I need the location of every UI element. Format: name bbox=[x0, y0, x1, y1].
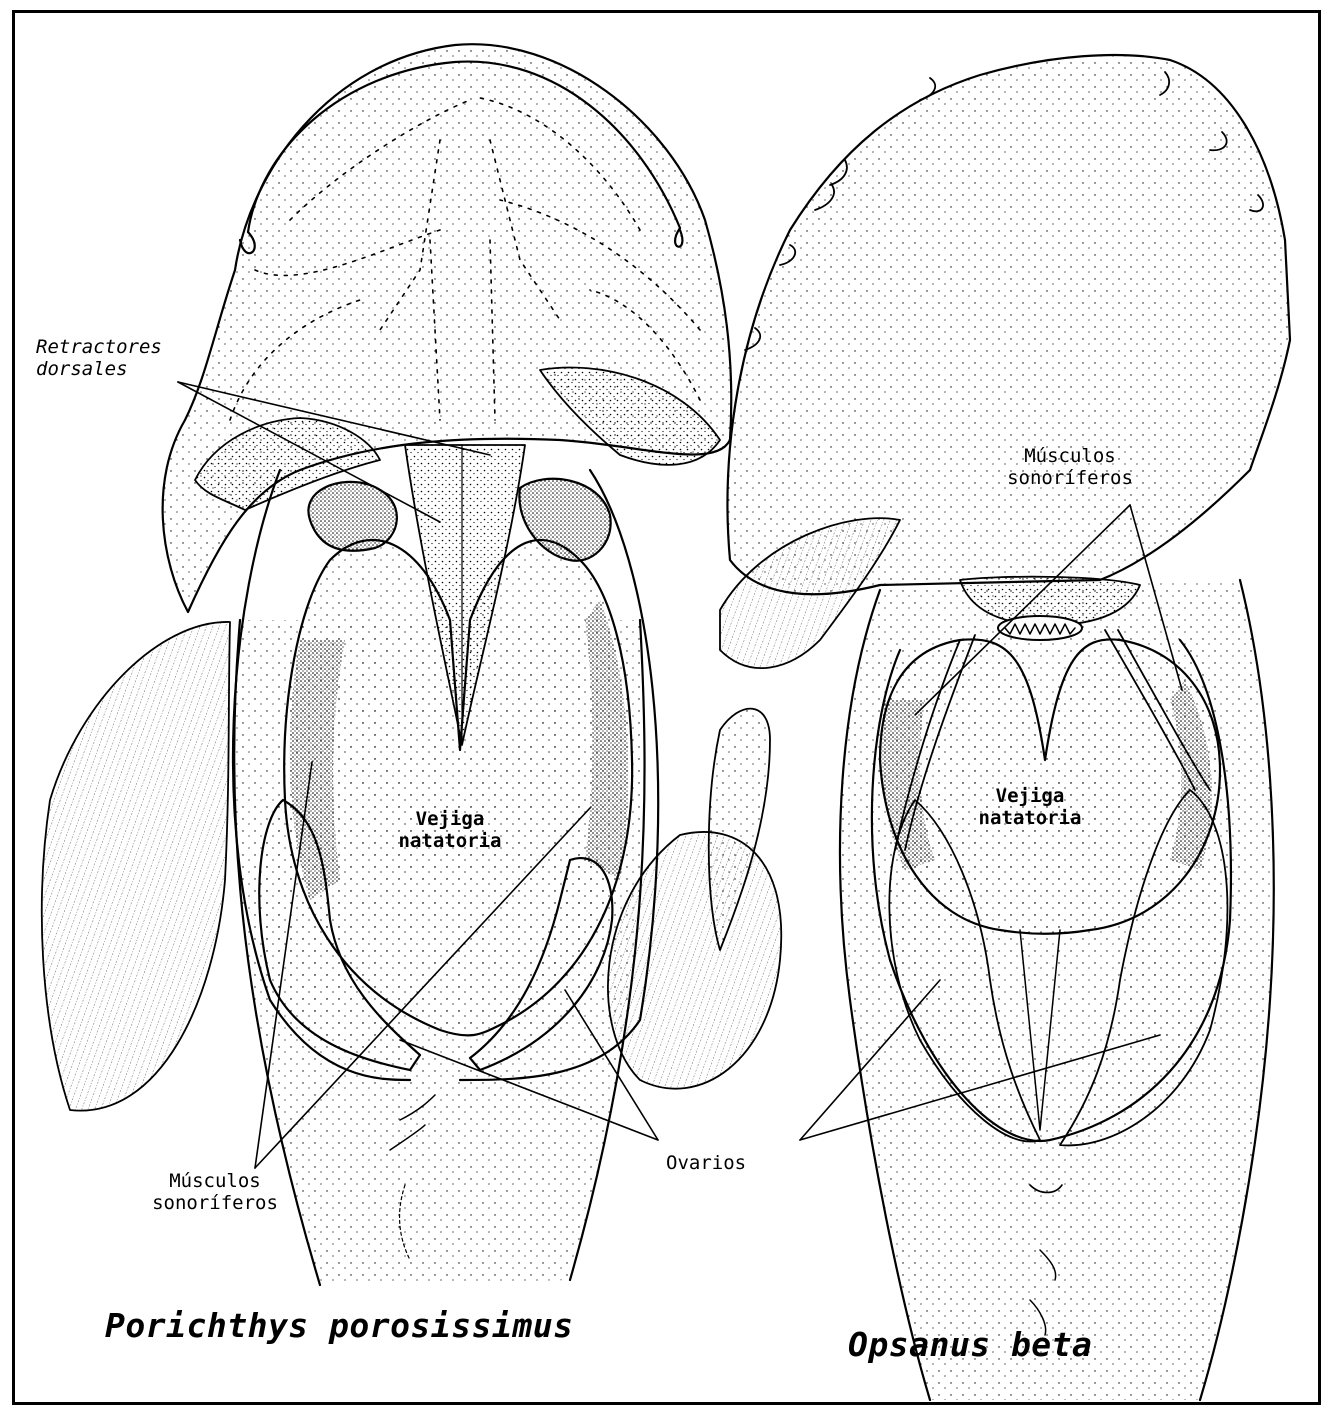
label-vejiga-left-line1: Vejiga bbox=[360, 808, 540, 830]
label-vejiga-right-line1: Vejiga bbox=[940, 785, 1120, 807]
label-musculos-sonoriferos-left: Músculos sonoríferos bbox=[120, 1170, 310, 1215]
opsanus-fish bbox=[709, 55, 1290, 1400]
label-vejiga-left-line2: natatoria bbox=[360, 830, 540, 852]
label-musculos-right-line2: sonoríferos bbox=[970, 467, 1170, 489]
label-vejiga-right-line2: natatoria bbox=[940, 807, 1120, 829]
porichthys-fish bbox=[42, 44, 781, 1285]
label-musculos-sonoriferos-right: Músculos sonoríferos bbox=[970, 445, 1170, 490]
label-vejiga-natatoria-right: Vejiga natatoria bbox=[940, 785, 1120, 830]
species-name-opsanus: Opsanus beta bbox=[848, 1326, 1092, 1365]
opsanus-head bbox=[728, 55, 1291, 594]
label-retractores-line2: dorsales bbox=[36, 358, 216, 380]
label-retractores-dorsales: Retractores dorsales bbox=[36, 336, 216, 381]
label-musculos-left-line1: Músculos bbox=[120, 1170, 310, 1192]
label-vejiga-natatoria-left: Vejiga natatoria bbox=[360, 808, 540, 853]
label-musculos-right-line1: Músculos bbox=[970, 445, 1170, 467]
label-retractores-line1: Retractores bbox=[36, 336, 216, 358]
label-ovarios: Ovarios bbox=[666, 1152, 746, 1174]
label-musculos-left-line2: sonoríferos bbox=[120, 1192, 310, 1214]
species-name-porichthys: Porichthys porosissimus bbox=[105, 1307, 573, 1346]
